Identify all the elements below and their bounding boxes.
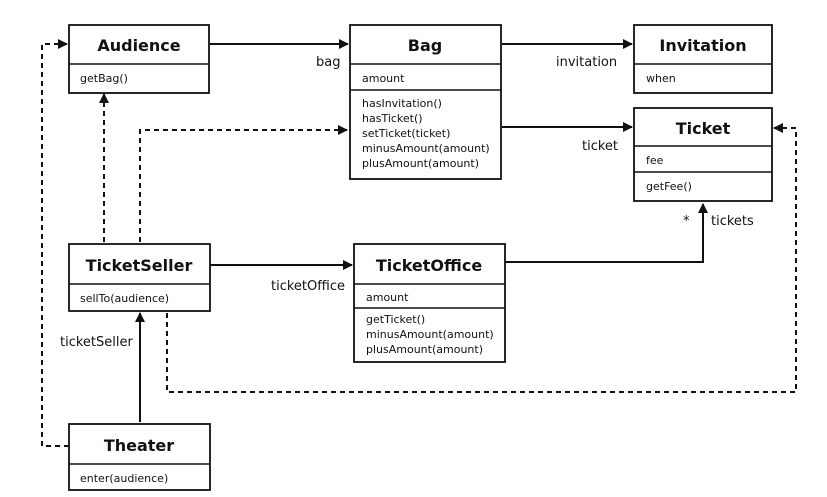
class-theater: Theater enter(audience) <box>68 423 211 491</box>
class-operation: getBag() <box>80 72 128 85</box>
assoc-label-invitation: invitation <box>556 55 617 70</box>
class-name: Ticket <box>676 119 731 138</box>
class-audience: Audience getBag() <box>68 24 210 94</box>
assoc-label-bag: bag <box>316 55 340 70</box>
class-name: Bag <box>408 36 442 55</box>
dep-theater-audience <box>41 39 69 447</box>
assoc-ticketoffice-ticket <box>505 203 708 263</box>
assoc-label-ticket: ticket <box>582 139 618 154</box>
dep-ticketseller-bag <box>139 125 348 242</box>
class-name: Invitation <box>659 36 746 55</box>
class-invitation: Invitation when <box>633 24 773 94</box>
class-ticketseller: TicketSeller sellTo(audience) <box>68 243 211 312</box>
class-name: TicketSeller <box>86 256 193 275</box>
class-name: Theater <box>104 436 174 455</box>
class-operation: setTicket(ticket) <box>362 127 450 140</box>
class-operation: sellTo(audience) <box>80 292 169 305</box>
class-bag: Bag amount hasInvitation() hasTicket() s… <box>349 24 502 180</box>
class-operation: plusAmount(amount) <box>362 157 479 170</box>
class-name: TicketOffice <box>376 256 483 275</box>
class-ticketoffice: TicketOffice amount getTicket() minusAmo… <box>353 243 506 363</box>
class-attribute: fee <box>646 154 664 167</box>
assoc-label-tickets-multiplicity: * <box>683 214 690 229</box>
class-operation: minusAmount(amount) <box>366 328 494 341</box>
class-operation: getFee() <box>646 180 692 193</box>
class-operation: minusAmount(amount) <box>362 142 490 155</box>
class-operation: enter(audience) <box>80 472 168 485</box>
class-attribute: amount <box>366 291 409 304</box>
class-operation: plusAmount(amount) <box>366 343 483 356</box>
assoc-label-ticketseller: ticketSeller <box>60 335 133 350</box>
class-name: Audience <box>97 36 180 55</box>
class-operation: getTicket() <box>366 313 425 326</box>
class-ticket: Ticket fee getFee() <box>633 107 773 202</box>
class-operation: hasTicket() <box>362 112 423 125</box>
class-attribute: amount <box>362 72 405 85</box>
assoc-label-tickets: tickets <box>711 214 754 229</box>
class-operation: hasInvitation() <box>362 97 442 110</box>
assoc-label-ticketoffice: ticketOffice <box>271 279 345 294</box>
class-attribute: when <box>646 72 676 85</box>
